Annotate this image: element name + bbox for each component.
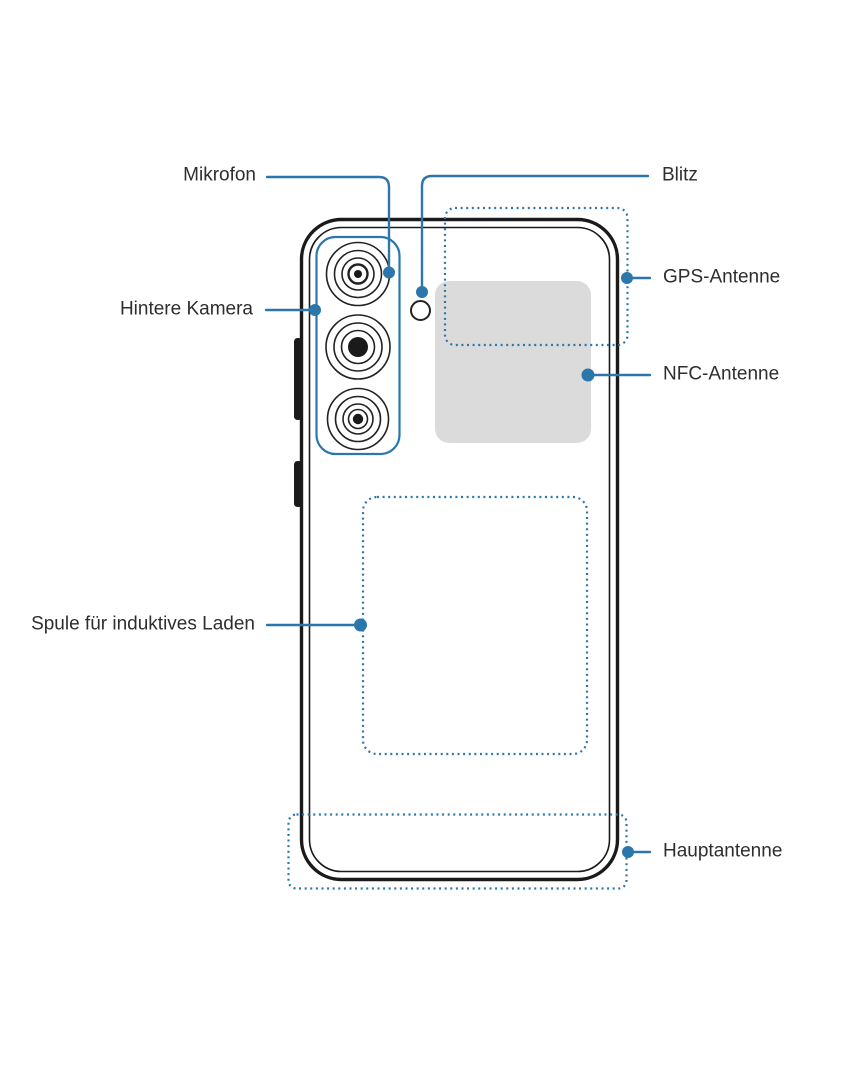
main-antenna-region bbox=[287, 813, 628, 890]
label-hauptantenne: Hauptantenne bbox=[663, 840, 783, 862]
callout-leaders bbox=[264, 174, 652, 858]
label-nfc-antenne: NFC-Antenne bbox=[663, 363, 780, 385]
label-gps-antenne: GPS-Antenne bbox=[663, 266, 781, 288]
label-spule: Spule für induktives Laden bbox=[31, 613, 255, 635]
label-hintere-kamera: Hintere Kamera bbox=[119, 298, 253, 320]
leader-gps-antenne bbox=[621, 272, 652, 284]
camera-lens-bottom bbox=[326, 387, 390, 451]
leader-mikrofon bbox=[265, 175, 395, 279]
leader-spule bbox=[265, 618, 367, 632]
label-mikrofon: Mikrofon bbox=[183, 164, 256, 186]
flash-circle bbox=[410, 300, 431, 321]
nfc-coil-area bbox=[435, 281, 591, 443]
leader-nfc-antenne bbox=[581, 368, 652, 382]
label-blitz: Blitz bbox=[662, 164, 698, 186]
camera-lens-middle bbox=[325, 314, 391, 380]
leader-hauptantenne bbox=[622, 846, 652, 858]
leader-hintere-kamera bbox=[264, 304, 321, 316]
leader-blitz bbox=[416, 174, 650, 298]
